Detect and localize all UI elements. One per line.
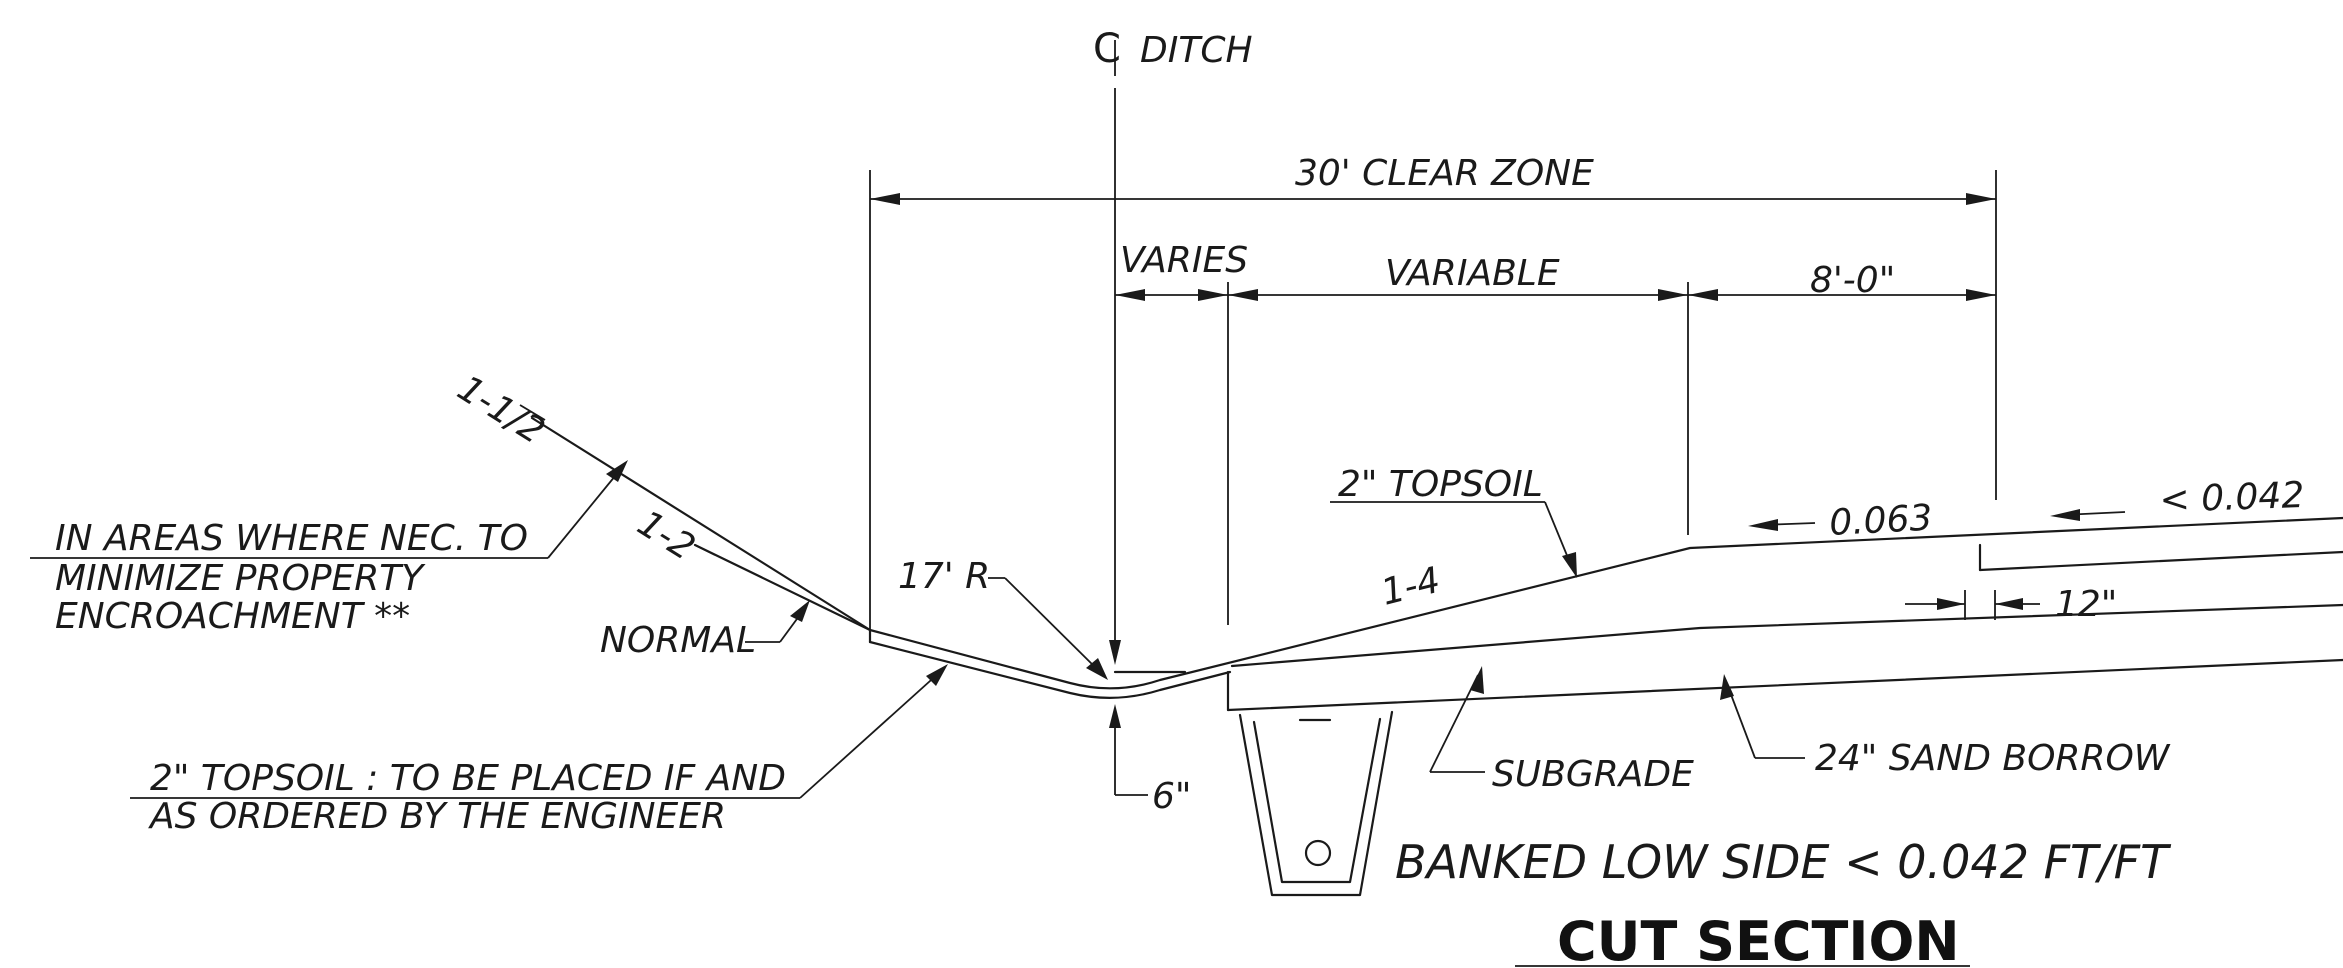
subgrade-arrowhead <box>1470 666 1484 694</box>
slope-profile <box>530 416 2343 712</box>
slope-1-4-label: 1-4 <box>1377 560 1444 614</box>
depth-6-dimension <box>1109 640 1148 796</box>
slope-1-1-2-leader <box>519 404 546 421</box>
normal-arrowhead <box>790 600 810 622</box>
variable-label: VARIABLE <box>1385 253 1560 294</box>
step-12-label: 12" <box>2055 584 2117 625</box>
step-12-dimension <box>1905 590 2040 620</box>
slope-1-2-leader <box>694 544 716 556</box>
centerline-label: DITCH <box>1140 30 1253 71</box>
slope-0063-label: 0.063 <box>1828 498 1933 544</box>
svg-text:2" TOPSOIL : TO BE PLACED IF A: 2" TOPSOIL : TO BE PLACED IF AND <box>150 758 786 799</box>
depth-6-label: 6" <box>1152 776 1191 817</box>
slope-1-2-label: 1-2 <box>630 503 702 569</box>
shoulder-width-label: 8'-0" <box>1810 260 1895 301</box>
topsoil-arrowhead <box>1562 552 1577 578</box>
topsoil-label: 2" TOPSOIL <box>1338 464 1543 505</box>
section-title: CUT SECTION <box>1557 910 1960 968</box>
upper-dimension-row <box>1115 282 1996 625</box>
svg-text:AS ORDERED BY THE ENGINEER: AS ORDERED BY THE ENGINEER <box>148 796 726 837</box>
underdrain <box>1238 710 1394 897</box>
radius-label: 17' R <box>898 556 990 597</box>
banked-note: BANKED LOW SIDE < 0.042 FT/FT <box>1395 835 2172 889</box>
slope-0042-label: < 0.042 <box>2159 475 2305 521</box>
varies-label: VARIES <box>1120 240 1248 281</box>
subgrade-label: SUBGRADE <box>1492 754 1694 795</box>
clear-zone-dimension <box>869 170 1997 635</box>
subgrade-leader <box>1429 674 1479 773</box>
encroachment-note: IN AREAS WHERE NEC. TO MINIMIZE PROPERTY… <box>30 460 628 637</box>
radius-arrowhead <box>1086 658 1108 680</box>
svg-text:IN AREAS WHERE NEC. TO: IN AREAS WHERE NEC. TO <box>55 518 528 559</box>
sand-borrow-label: 24" SAND BORROW <box>1815 738 2171 779</box>
centerline-symbol: C <box>1093 26 1121 76</box>
slope-0063-arrowhead <box>1748 519 1778 531</box>
topsoil-note: 2" TOPSOIL : TO BE PLACED IF AND AS ORDE… <box>130 664 948 837</box>
radius-leader <box>1004 577 1101 673</box>
sand-borrow-arrowhead <box>1720 674 1734 700</box>
svg-text:ENCROACHMENT **: ENCROACHMENT ** <box>55 596 410 637</box>
svg-text:C: C <box>1093 26 1121 72</box>
slope-0042-arrowhead <box>2050 509 2080 521</box>
clear-zone-label: 30' CLEAR ZONE <box>1295 153 1594 194</box>
slope-1-1-2-label: 1-1/2 <box>450 368 551 452</box>
normal-label: NORMAL <box>600 620 756 661</box>
svg-text:MINIMIZE PROPERTY: MINIMIZE PROPERTY <box>55 558 426 599</box>
